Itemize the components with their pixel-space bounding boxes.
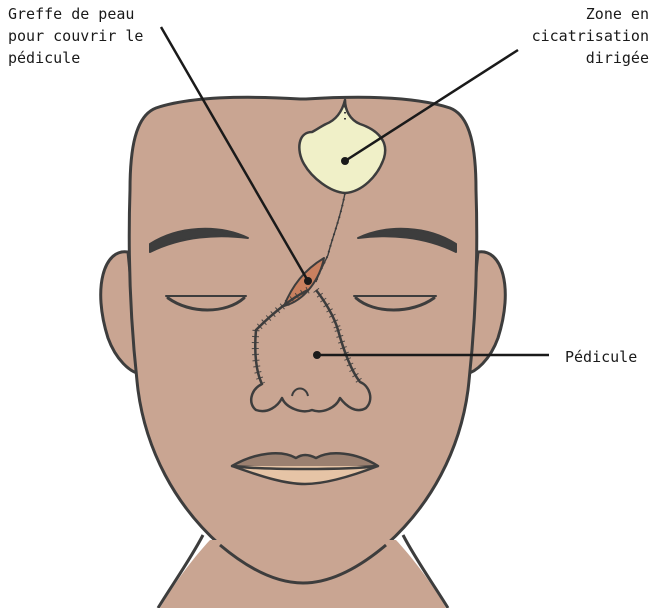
pedicle-pointer-dot [313, 351, 321, 359]
graft-pointer-dot [304, 277, 312, 285]
healing-zone-label-line-1: Zone en [532, 3, 649, 25]
graft-label-line-3: pédicule [8, 47, 143, 69]
healing-zone-pointer-dot [341, 157, 349, 165]
pedicle-label: Pédicule [565, 346, 637, 368]
graft-label-line-1: Greffe de peau [8, 3, 143, 25]
healing-zone-label-line-3: dirigée [532, 47, 649, 69]
upper-lip [232, 453, 378, 468]
healing-zone-label: Zone en cicatrisation dirigée [532, 3, 649, 69]
healing-zone-label-line-2: cicatrisation [532, 25, 649, 47]
graft-label: Greffe de peau pour couvrir le pédicule [8, 3, 143, 69]
head-outline [129, 97, 476, 583]
graft-label-line-2: pour couvrir le [8, 25, 143, 47]
